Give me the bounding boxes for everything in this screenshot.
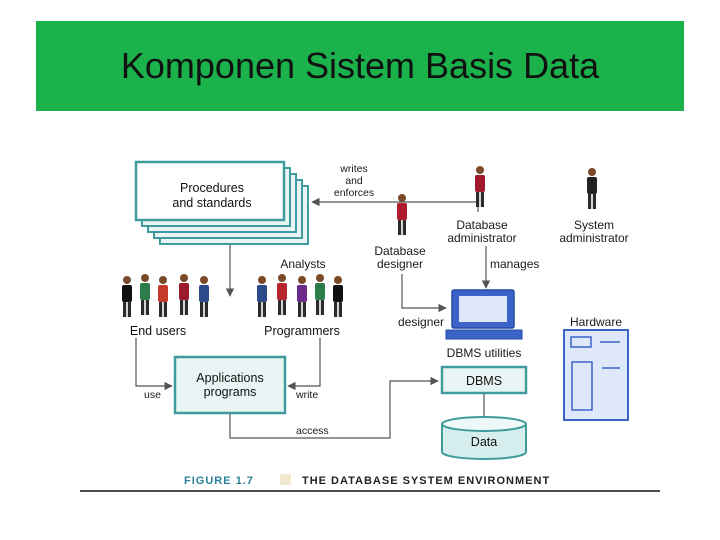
figure-caption: THE DATABASE SYSTEM ENVIRONMENT: [302, 475, 550, 487]
dbms-utilities-label: DBMS utilities: [447, 346, 522, 360]
database-designer-label-line2: designer: [377, 257, 423, 271]
data-cylinder-icon: Data: [441, 416, 527, 460]
arrow-designer: [401, 274, 447, 313]
analysts-label: Analysts: [280, 257, 325, 271]
figure-number: FIGURE 1.7: [184, 475, 254, 487]
applications-label-line2: programs: [204, 385, 257, 399]
database-administrator-label-line2: administrator: [447, 231, 516, 245]
writes-label-line2: and: [345, 175, 363, 187]
dbms-label: DBMS: [466, 374, 502, 388]
system-administrator-label-line1: System: [574, 218, 614, 232]
database-administrator-person-icon: [475, 166, 485, 207]
access-label: access: [296, 425, 329, 437]
system-administrator-person-icon: [587, 168, 597, 209]
hardware-server-icon: [563, 329, 629, 421]
programmers-group-icon: [257, 274, 343, 317]
database-designer-label-line1: Database: [374, 244, 426, 258]
applications-label-line1: Applications: [196, 371, 263, 385]
writes-label-line3: enforces: [334, 187, 374, 199]
procedures-label-line1: Procedures: [180, 181, 244, 195]
use-label: use: [144, 389, 161, 401]
writes-label-line1: writes: [339, 163, 367, 175]
programmers-label: Programmers: [264, 324, 340, 338]
write-label: write: [295, 389, 318, 401]
data-label: Data: [471, 435, 497, 449]
arrow-writes-enforces: [311, 197, 479, 212]
end-users-label: End users: [130, 324, 186, 338]
arrow-access: [229, 376, 439, 439]
arrow-write: [287, 338, 321, 391]
caption-swatch: [280, 474, 291, 485]
procedures-label-line2: and standards: [172, 196, 251, 210]
slide-title: Komponen Sistem Basis Data: [120, 45, 600, 86]
procedures-stack: Procedures and standards: [134, 160, 309, 245]
designer-label: designer: [398, 315, 444, 329]
database-designer-person-icon: [397, 194, 407, 235]
end-users-group-icon: [122, 274, 209, 317]
system-administrator-label-line2: administrator: [559, 231, 628, 245]
database-administrator-label-line1: Database: [456, 218, 508, 232]
arrow-use: [135, 338, 173, 391]
hardware-label: Hardware: [570, 315, 622, 329]
applications-programs-box: Applications programs: [173, 355, 287, 415]
computer-monitor-icon: [445, 289, 523, 340]
manages-label: manages: [490, 257, 539, 271]
dbms-box: DBMS: [440, 365, 528, 395]
title-banner: Komponen Sistem Basis Data: [36, 21, 684, 111]
